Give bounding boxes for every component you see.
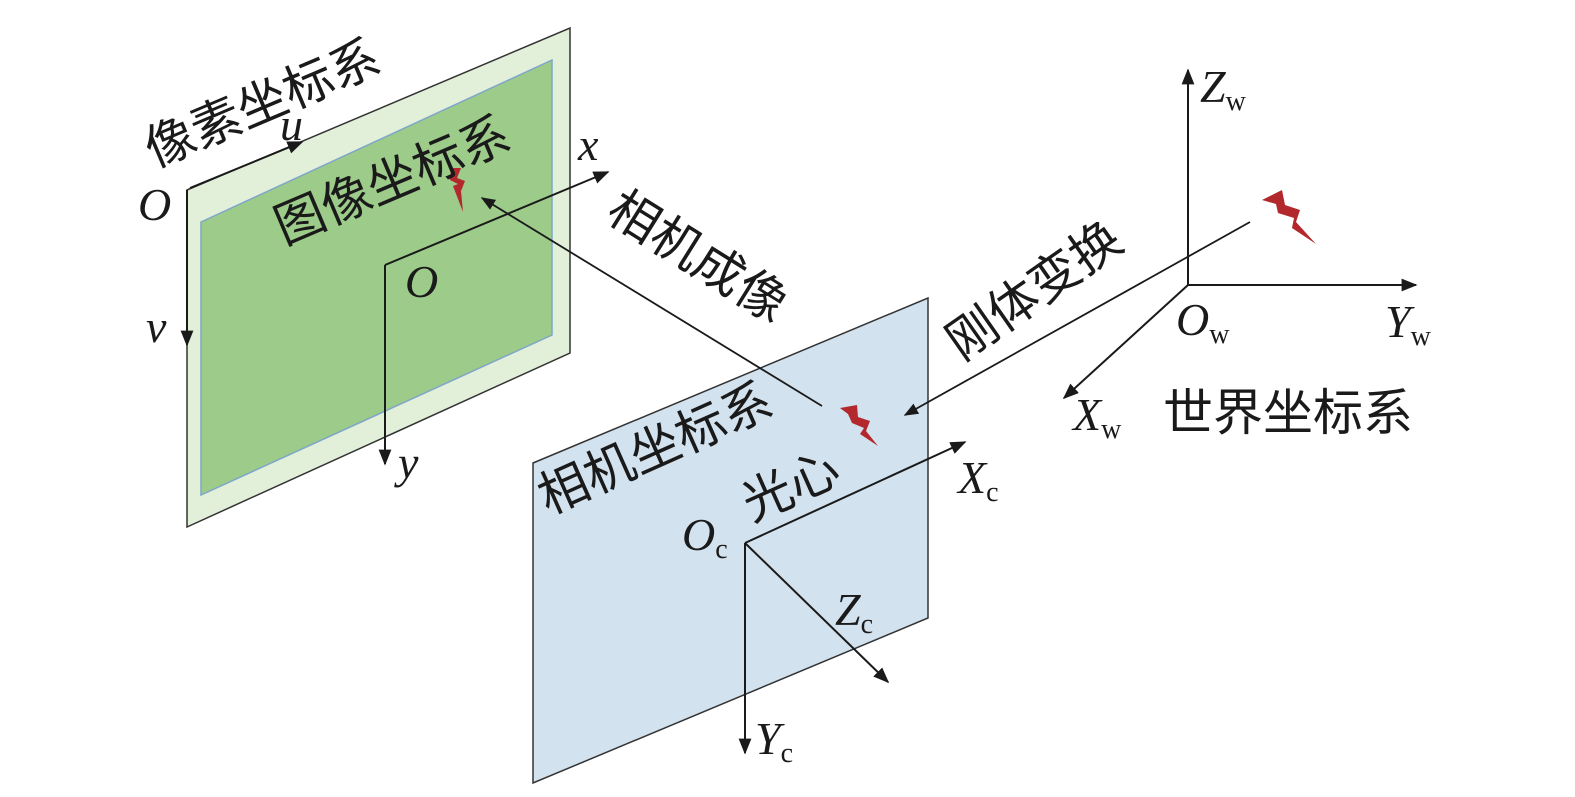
image-plane xyxy=(200,58,553,497)
rigid-transform-arrow xyxy=(903,221,1251,416)
x-label: x xyxy=(577,119,599,170)
xc-axis xyxy=(744,441,967,544)
world-frame-label: 世界坐标系 xyxy=(1163,384,1413,442)
image-origin-label: O xyxy=(405,256,438,307)
xw-label: Xw xyxy=(1071,389,1122,445)
light-point-icon-world xyxy=(1262,190,1316,244)
world-origin-label: Ow xyxy=(1176,294,1230,350)
imaging-ray xyxy=(480,197,823,407)
u-axis xyxy=(189,141,304,189)
zc-axis xyxy=(744,542,890,684)
x-axis xyxy=(384,171,610,266)
rigid-transform-label: 刚体变换 xyxy=(936,210,1133,372)
xw-axis xyxy=(1062,284,1189,400)
yc-label: Yc xyxy=(755,713,793,769)
u-label: u xyxy=(280,99,303,150)
camera-plane xyxy=(532,296,929,785)
camera-imaging-label: 相机成像 xyxy=(598,179,798,334)
light-point-icon-camera xyxy=(840,405,878,446)
pixel-origin-label: O xyxy=(138,179,171,230)
light-point-icon-image xyxy=(450,168,465,212)
camera-origin-label: Oc xyxy=(682,509,728,565)
xc-label: Xc xyxy=(956,452,999,508)
zc-label: Zc xyxy=(835,584,873,640)
zw-label: Zw xyxy=(1200,61,1247,117)
y-label: y xyxy=(394,437,419,488)
v-label: v xyxy=(146,301,167,352)
yw-label: Yw xyxy=(1385,296,1432,352)
